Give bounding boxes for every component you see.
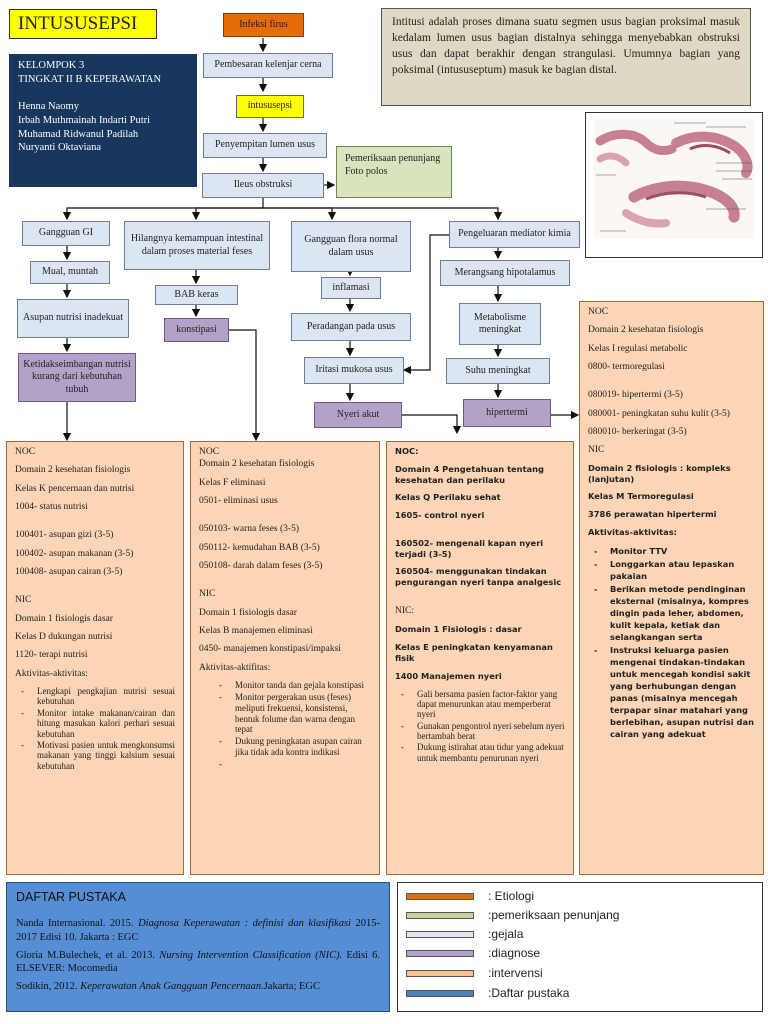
- node-pembesaran: Pembesaran kelenjar cerna: [203, 53, 333, 78]
- intervensi-termoregulasi: NOC Domain 2 kesehatan fisiologis Kelas …: [579, 301, 764, 875]
- node-nyeri-akut: Nyeri akut: [314, 402, 402, 428]
- activity-item: Longgarkan atau lepaskan pakaian: [588, 558, 755, 582]
- node-ketidakseimbangan-nutrisi: Ketidakseimbangan nutrisi kurang dari ke…: [18, 353, 136, 402]
- activity-item: Dukung peningkatan asupan cairan jika ti…: [213, 736, 371, 758]
- intervensi-nyeri: NOC: Domain 4 Pengetahuan tentang keseha…: [386, 441, 574, 875]
- swatch: [406, 969, 474, 977]
- node-bab-keras: BAB keras: [155, 285, 238, 305]
- reference-item: Sodikin, 2012. Keperawatan Anak Gangguan…: [16, 980, 320, 992]
- node-suhu-meningkat: Suhu meningkat: [446, 358, 550, 384]
- activity-item: Monitor tanda dan gejala konstipasi: [213, 680, 371, 691]
- activity-item: Dukung istirahat atau tidur yang adekuat…: [395, 742, 565, 763]
- group-line2: TINGKAT II B KEPERAWATAN: [18, 73, 162, 85]
- intervensi-nutrisi: NOC Domain 2 kesehatan fisiologis Kelas …: [6, 441, 184, 875]
- node-hipertermi: hipertermi: [463, 399, 551, 427]
- swatch: [406, 989, 474, 997]
- node-gangguan-gi: Gangguan GI: [22, 221, 110, 246]
- activity-item: Monitor intake makanan/cairan dan hitung…: [15, 708, 175, 739]
- swatch: [406, 892, 474, 900]
- node-gangguan-flora: Gangguan flora normal dalam usus: [291, 221, 411, 272]
- intervensi-eliminasi: NOC Domain 2 kesehatan fisiologis Kelas …: [190, 441, 380, 875]
- node-metabolisme-meningkat: Metabolisme meningkat: [459, 303, 541, 345]
- activity-item: Lengkapi pengkajian nutrisi sesuai kebut…: [15, 686, 175, 707]
- legend-item-intervensi: :intervensi: [406, 966, 543, 980]
- pustaka-title: DAFTAR PUSTAKA: [16, 890, 126, 904]
- activity-item: Monitor pergerakan usus (feses) meliputi…: [213, 692, 371, 735]
- node-pengeluaran-mediator: Pengeluaran mediator kimia: [449, 221, 580, 248]
- reference-item: Gloria M.Bulechek, et al. 2013. Nursing …: [16, 949, 380, 975]
- swatch: [406, 911, 474, 919]
- node-merangsang-hipotalamus: Merangsang hipotalamus: [440, 260, 570, 286]
- legend-item-gejala: :gejala: [406, 927, 523, 941]
- activity-item: Monitor TTV: [588, 545, 755, 557]
- activity-item: Instruksi keluarga pasien mengenai tinda…: [588, 644, 755, 740]
- node-intususepsi: intususepsi: [236, 95, 304, 118]
- node-asupan-inadekuat: Asupan nutrisi inadekuat: [17, 299, 129, 338]
- node-infeksi-firus: Infeksi firus: [223, 13, 304, 37]
- node-peradangan: Peradangan pada usus: [291, 313, 411, 341]
- activity-item: Berikan metode pendinginan eksternal (mi…: [588, 583, 755, 643]
- member-name: Muhamad Ridwanul Padilah: [18, 128, 139, 140]
- page-title: INTUSUSEPSI: [9, 9, 157, 39]
- node-pemeriksaan-penunjang: Pemeriksaan penunjang Foto polos: [336, 146, 452, 198]
- legend-item-etiologi: : Etiologi: [406, 889, 534, 903]
- legend-item-penunjang: :pemeriksaan penunjang: [406, 908, 619, 922]
- node-mual-muntah: Mual, muntah: [30, 261, 110, 284]
- definition-box: Intitusi adalah proses dimana suatu segm…: [381, 8, 751, 106]
- group-panel: KELOMPOK 3 TINGKAT II B KEPERAWATAN Henn…: [9, 54, 197, 187]
- node-konstipasi: konstipasi: [164, 318, 229, 342]
- group-line1: KELOMPOK 3: [18, 60, 85, 71]
- legend: : Etiologi :pemeriksaan penunjang :gejal…: [397, 882, 763, 1012]
- reference-item: Nanda Internasional. 2015. Diagnosa Kepe…: [16, 918, 380, 943]
- node-hilangnya-kemampuan: Hilangnya kemampuan intestinal dalam pro…: [124, 221, 270, 270]
- anatomy-illustration: [585, 112, 763, 258]
- swatch: [406, 949, 474, 957]
- activity-item: Gunakan pengontrol nyeri sebelum nyeri b…: [395, 721, 565, 742]
- legend-item-diagnose: :diagnose: [406, 946, 540, 960]
- intussusception-image: [594, 119, 754, 239]
- member-name: Henna Naomy: [18, 101, 79, 113]
- activity-item: Gali bersama pasien factor-faktor yang d…: [395, 689, 565, 720]
- member-name: Nuryanti Oktaviana: [18, 142, 102, 154]
- activity-item: Motivasi pasien untuk mengkonsumsi makan…: [15, 740, 175, 771]
- swatch: [406, 930, 474, 938]
- node-inflamasi: inflamasi: [321, 277, 381, 299]
- node-penyempitan: Penyempitan lumen usus: [203, 133, 327, 158]
- daftar-pustaka: DAFTAR PUSTAKA Nanda Internasional. 2015…: [6, 882, 390, 1012]
- node-ileus-obstruksi: Ileus obstruksi: [202, 173, 324, 198]
- member-name: Irbah Muthmainah Indarti Putri: [18, 114, 151, 126]
- legend-item-pustaka: :Daftar pustaka: [406, 986, 569, 1000]
- node-iritasi-mukosa: Iritasi mukosa usus: [304, 357, 404, 384]
